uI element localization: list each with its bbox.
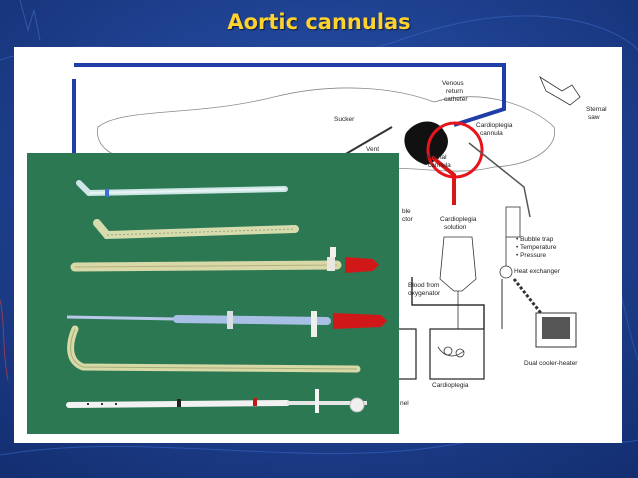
label-blood-from-1: Blood from	[408, 282, 439, 289]
cannula-curved-icon	[67, 325, 361, 373]
label-nel-fragment: nel	[400, 400, 409, 407]
cardioplegia-reservoir	[429, 328, 485, 380]
label-sternal-2: saw	[588, 114, 600, 121]
label-heater: Dual cooler-heater	[524, 360, 578, 367]
cannula-reinforced-icon	[93, 219, 299, 240]
label-sternal-1: Sternal	[586, 106, 607, 113]
label-cardioplegia: Cardioplegia	[432, 382, 469, 389]
label-sucker: Sucker	[334, 116, 355, 123]
label-arterial-1: Arterial	[426, 154, 447, 161]
label-bubble-fragment-1: ble	[402, 208, 411, 215]
arterial-line	[430, 155, 456, 205]
label-blood-from-2: oxygenator	[408, 290, 441, 297]
arterial-highlight-circle	[426, 121, 484, 179]
label-vent: Vent	[366, 146, 379, 153]
cardioplegia-bag	[439, 236, 477, 292]
label-heat-exchanger: Heat exchanger	[514, 268, 561, 275]
cannula-photo-drawing	[27, 153, 399, 434]
bypass-circuit-diagram: Venous return catheter Sucker Vent Arter…	[72, 63, 607, 407]
label-venous-1: Venous	[442, 80, 464, 87]
label-pressure: • Pressure	[516, 252, 546, 259]
label-bubble-trap: • Bubble trap	[516, 236, 554, 243]
heart-shape	[404, 121, 448, 165]
cannula-red-cap-icon	[70, 247, 379, 273]
sucker-line	[343, 126, 393, 156]
slide-title: Aortic cannulas	[227, 10, 411, 34]
label-arterial-2: cannula	[428, 162, 451, 169]
cannula-graduated-icon	[66, 389, 367, 413]
label-cardioplegia-solution-1: Cardioplegia	[440, 216, 477, 223]
label-cardioplegia-solution-2: solution	[444, 224, 467, 231]
label-cardioplegia-cannula-1: Cardioplegia	[476, 122, 513, 129]
bubble-trap	[505, 206, 521, 238]
label-temperature: • Temperature	[516, 244, 557, 251]
label-bubble-fragment-2: ctor	[402, 216, 414, 223]
label-venous-2: return	[446, 88, 463, 95]
cannula-long-tip-icon	[66, 311, 387, 337]
cannula-photo	[27, 153, 399, 434]
sternal-saw-icon	[539, 75, 581, 106]
venous-circuit-line	[72, 63, 506, 157]
cannula-angled-tip-icon	[76, 180, 288, 197]
label-venous-3: catheter	[444, 96, 468, 103]
label-cardioplegia-cannula-2: cannula	[480, 130, 503, 137]
